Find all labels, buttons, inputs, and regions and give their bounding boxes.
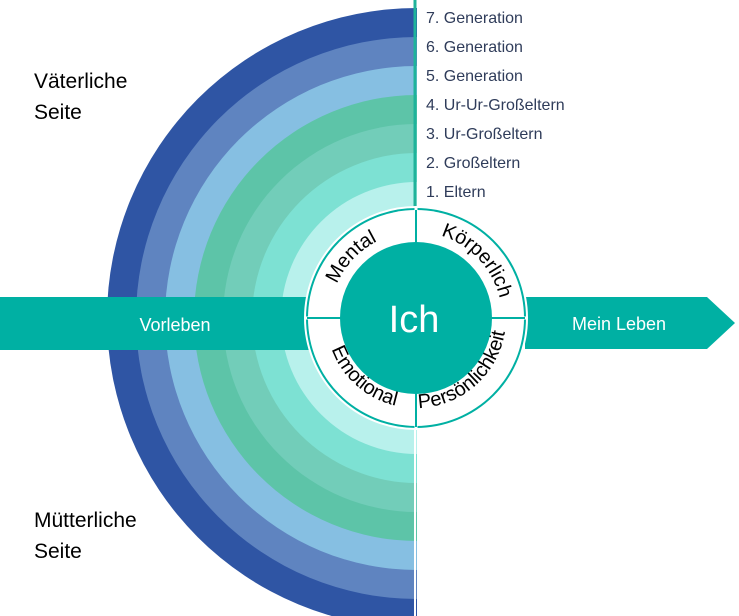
paternal-label-line1: Väterliche (34, 70, 128, 93)
generation-item: 2. Großeltern (426, 155, 521, 172)
maternal-side-label: Mütterliche Seite (34, 505, 137, 567)
maternal-label-line2: Seite (34, 540, 82, 563)
generation-item: 7. Generation (426, 10, 523, 27)
vorleben-band (0, 297, 310, 350)
generation-item: 6. Generation (426, 39, 523, 56)
generation-list: 7. Generation 6. Generation 5. Generatio… (426, 6, 565, 209)
paternal-label-line2: Seite (34, 101, 82, 124)
generation-item: 1. Eltern (426, 184, 486, 201)
maternal-label-line1: Mütterliche (34, 509, 137, 532)
mein-leben-arrow (525, 297, 735, 349)
generation-item: 5. Generation (426, 68, 523, 85)
generation-item: 3. Ur-Großeltern (426, 126, 543, 143)
center-label: Ich (389, 299, 440, 341)
paternal-side-label: Väterliche Seite (34, 66, 127, 128)
mein-leben-label: Mein Leben (572, 314, 666, 334)
generation-item: 4. Ur-Ur-Großeltern (426, 97, 565, 114)
vorleben-label: Vorleben (139, 315, 210, 335)
center-disc (340, 242, 492, 394)
